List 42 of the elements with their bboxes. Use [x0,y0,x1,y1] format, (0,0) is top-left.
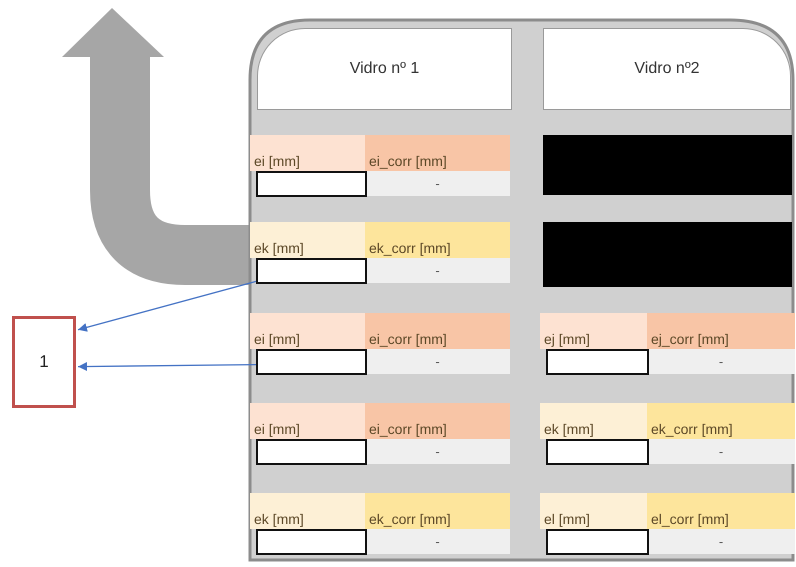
column-title: Vidro nº 1 [350,60,420,78]
value-cell: - [647,439,795,464]
column-title: Vidro nº2 [634,60,700,78]
input-field [546,529,649,555]
blacked-out-block [543,222,792,287]
column-header-box [543,28,791,110]
value-cell: - [365,171,510,196]
value-cell: - [365,349,510,374]
column-header: ei [mm] [250,135,365,171]
column-header-box [257,28,512,110]
column-header: ej_corr [mm] [647,313,795,349]
input-field [546,439,649,465]
column-header: ei_corr [mm] [365,135,510,171]
column-header: el [mm] [540,493,647,529]
value-cell: - [647,529,795,554]
column-header: ek [mm] [250,493,365,529]
arrow [78,362,256,371]
column-header: ei_corr [mm] [365,313,510,349]
input-field [256,171,367,197]
column-header: ei_corr [mm] [365,403,510,439]
column-header: ej [mm] [540,313,647,349]
value-cell: - [365,529,510,554]
input-field [256,258,367,284]
column-header: el_corr [mm] [647,493,795,529]
value-cell: - [365,258,510,283]
value-cell: - [365,439,510,464]
input-field [256,529,367,555]
input-field [546,349,649,375]
column-header: ek [mm] [250,222,365,258]
value-cell: - [647,349,795,374]
column-header: ek [mm] [540,403,647,439]
column-header: ei [mm] [250,403,365,439]
column-header: ei [mm] [250,313,365,349]
arrow [78,280,256,332]
column-header: ek_corr [mm] [365,222,510,258]
callout-number: 1 [39,352,49,372]
column-header: ek_corr [mm] [647,403,795,439]
input-field [256,349,367,375]
callout-box [12,316,76,408]
input-field [256,439,367,465]
blacked-out-block [543,135,792,195]
column-header: ek_corr [mm] [365,493,510,529]
